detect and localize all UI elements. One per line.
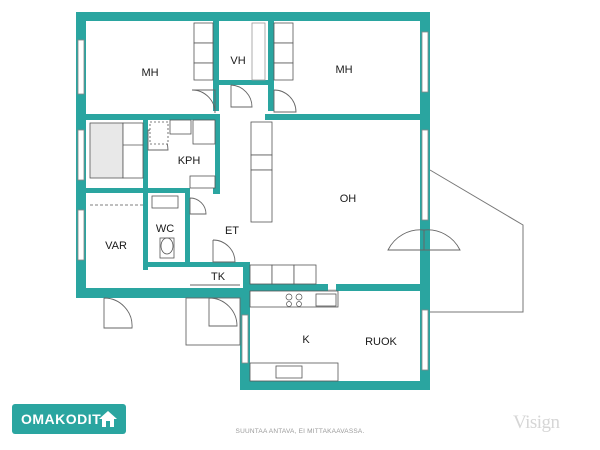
house-icon <box>98 410 118 431</box>
room-label-et: ET <box>225 225 239 237</box>
brand-watermark: Visign <box>513 412 560 433</box>
stove-icon <box>285 293 303 307</box>
room-label-vh: VH <box>230 55 245 67</box>
room-label-tk: TK <box>211 271 226 283</box>
room-label-mh-1: MH <box>141 67 158 79</box>
disclaimer-text: SUUNTAA ANTAVA, EI MITTAKAAVASSA. <box>235 428 365 435</box>
entry-stair <box>185 284 241 346</box>
room-label-wc: WC <box>156 223 174 235</box>
omakodit-logo: OMAKODIT <box>12 404 126 434</box>
windows <box>77 31 429 371</box>
room-label-ruok: RUOK <box>365 336 397 348</box>
room-label-oh: OH <box>340 193 357 205</box>
room-label-kph: KPH <box>178 155 201 167</box>
room-label-k: K <box>302 334 310 346</box>
room-label-var: VAR <box>105 240 127 252</box>
interior-walls <box>86 21 420 292</box>
room-label-mh-2: MH <box>335 64 352 76</box>
logo-text: OMAKODIT <box>21 411 102 427</box>
fixtures <box>89 22 339 382</box>
